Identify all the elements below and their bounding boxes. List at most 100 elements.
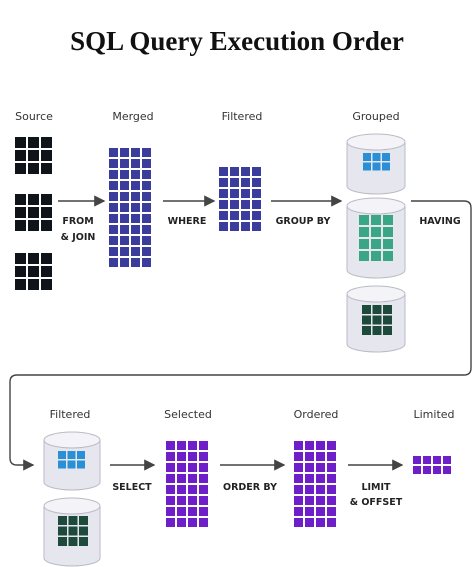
grid-cell [199,441,208,450]
grid-cell [15,194,26,205]
grid-cell [15,207,26,218]
grid-cell [131,170,140,179]
grid-cell [120,192,129,201]
grid-cell [67,451,76,459]
grid-cell [363,162,371,171]
grid-cell [109,192,118,201]
grid-cell [305,518,314,527]
group-3-cells [362,305,392,335]
grid-cell [166,441,175,450]
op-label-order-by: ORDER BY [223,482,277,493]
grid-cell [316,485,325,494]
grid-cell [131,236,140,245]
grid-cell [383,305,392,314]
op-label-limit: LIMIT [361,482,391,493]
grid-cell [58,526,67,536]
grid-cell [230,200,239,209]
filtered-group-2-cells [58,516,88,546]
grid-cell [109,225,118,234]
group-1-cells [363,153,390,171]
grid-cell [120,148,129,157]
grid-cell [120,170,129,179]
grid-cell [294,485,303,494]
grid-cell [142,203,151,212]
grid-cell [316,518,325,527]
grid-cell [41,266,52,277]
grid-cell [142,225,151,234]
grid-cell [28,207,39,218]
grid-cell [120,225,129,234]
grid-cell [41,253,52,264]
grid-cell [142,170,151,179]
grid-cell [305,474,314,483]
grid-cell [188,518,197,527]
grid-cell [305,496,314,505]
grid-cell [28,266,39,277]
grid-cell [177,463,186,472]
grid-cell [166,507,175,516]
op-label-and-join: & JOIN [61,232,96,243]
op-label-from: FROM [62,216,93,227]
grid-cell [120,181,129,190]
grid-cell [28,163,39,174]
grid-cell [241,178,250,187]
grid-cell [219,222,228,231]
grid-cell [188,474,197,483]
grid-cell [131,203,140,212]
grid-cell [58,451,66,459]
grid-cell [305,441,314,450]
grid-cell [142,181,151,190]
grid-cell [142,148,151,157]
grid-cell [120,203,129,212]
grid-cell [188,452,197,461]
grid-cell [327,496,336,505]
grid-cell [177,485,186,494]
grid-cell [109,203,118,212]
grid-cell [372,153,381,161]
arrow-having [9,200,472,471]
grid-cell [199,452,208,461]
grid-cell [177,474,186,483]
grid-cell [28,220,39,231]
grid-cell [219,200,228,209]
grid-cell [327,507,336,516]
grid-cell [241,167,250,176]
grid-cell [230,211,239,220]
ordered-table [294,441,336,527]
grid-cell [230,189,239,198]
grid-cell [383,326,392,335]
grid-cell [359,251,369,261]
grid-cell [382,162,390,171]
grid-cell [120,214,129,223]
grid-cell [316,441,325,450]
grid-cell [305,452,314,461]
grid-cell [79,537,88,546]
grid-cell [327,474,336,483]
grid-cell [41,207,52,218]
grid-cell [241,211,250,220]
grid-cell [383,239,393,249]
grid-cell [120,159,129,168]
grid-cell [359,227,369,237]
op-label-select: SELECT [112,482,152,493]
grid-cell [252,200,261,209]
grid-cell [177,496,186,505]
grid-cell [252,189,261,198]
grid-cell [109,236,118,245]
grid-cell [371,215,381,225]
grid-cell [241,200,250,209]
selected-table [166,441,208,527]
grid-cell [142,192,151,201]
grid-cell [77,460,85,469]
grid-cell [241,222,250,231]
grid-cell [188,463,197,472]
grid-cell [252,222,261,231]
grid-cell [109,181,118,190]
op-label-having: HAVING [419,216,460,227]
grid-cell [199,496,208,505]
stage-label-filtered: Filtered [222,110,263,123]
grid-cell [327,463,336,472]
grid-cell [199,474,208,483]
grid-cell [294,507,303,516]
grid-cell [58,460,66,469]
